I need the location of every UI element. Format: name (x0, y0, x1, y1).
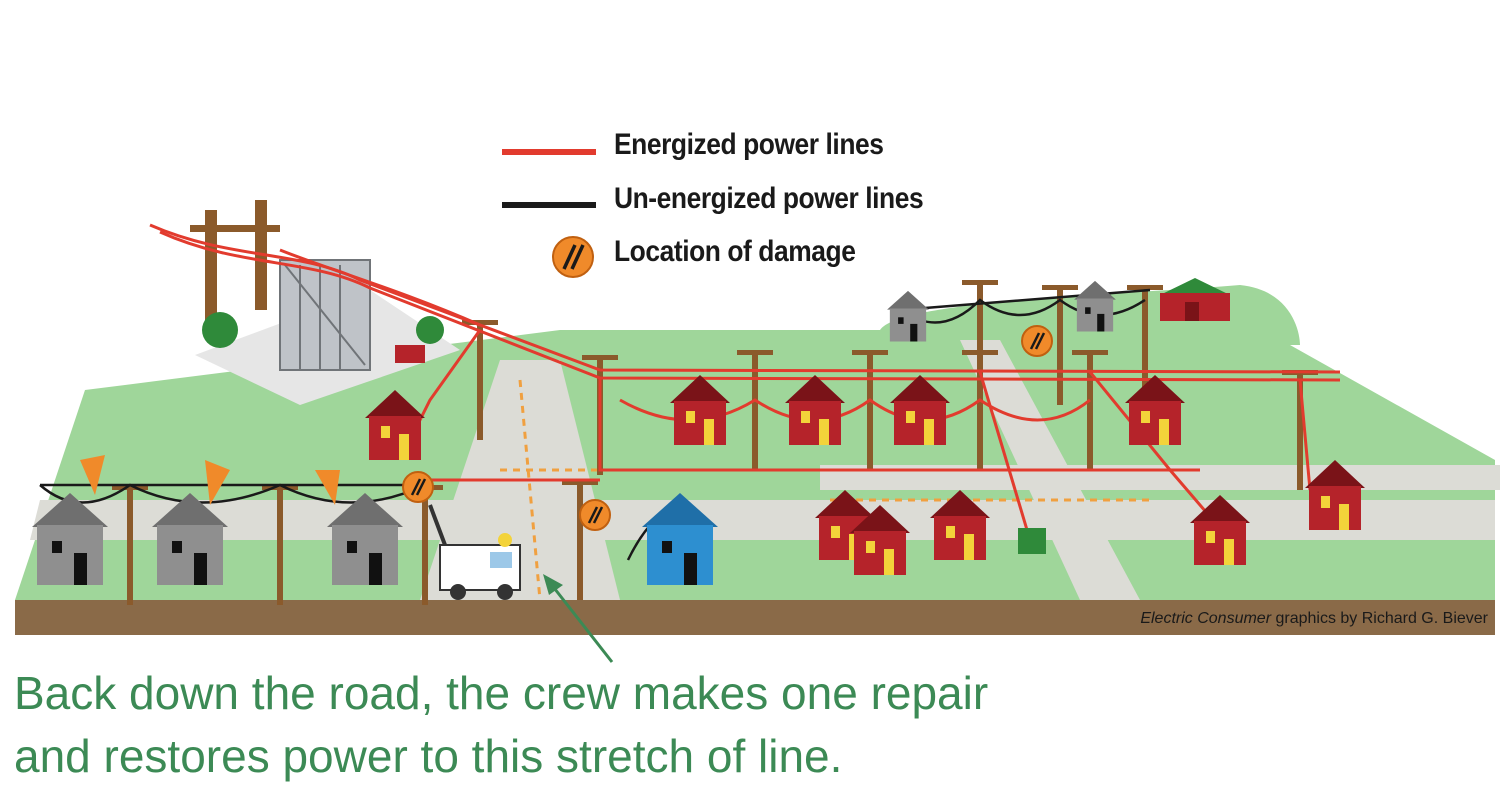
outage-indicator-arrows (80, 455, 340, 505)
caption-line-2: and restores power to this stretch of li… (14, 730, 843, 782)
house-icon (642, 493, 718, 585)
transformer-icon (1018, 528, 1046, 554)
caption-line-1: Back down the road, the crew makes one r… (14, 667, 989, 719)
service-truck-icon (428, 504, 521, 600)
credit-author: graphics by Richard G. Biever (1271, 610, 1488, 627)
legend-energized-label: Energized power lines (614, 128, 884, 161)
legend-damage-swatch (552, 236, 594, 278)
caption: Back down the road, the crew makes one r… (14, 662, 1194, 788)
legend-unenergized-label: Un-energized power lines (614, 182, 924, 215)
damage-marker-icon (579, 499, 611, 531)
legend (502, 149, 596, 278)
barn-icon (1160, 278, 1230, 321)
houses (32, 280, 1365, 585)
substation-icon (190, 200, 460, 405)
energized-power-lines (149, 223, 1341, 541)
house-icon (1074, 280, 1116, 332)
legend-damage-label: Location of damage (614, 235, 856, 268)
house-icon (887, 290, 929, 342)
damage-marker-icon (1021, 325, 1053, 357)
damage-marker-icon (402, 471, 434, 503)
credit-publication: Electric Consumer (1140, 610, 1272, 627)
callout-arrow-icon (543, 574, 614, 663)
graphics-credit: Electric Consumer graphics by Richard G.… (1140, 610, 1488, 628)
